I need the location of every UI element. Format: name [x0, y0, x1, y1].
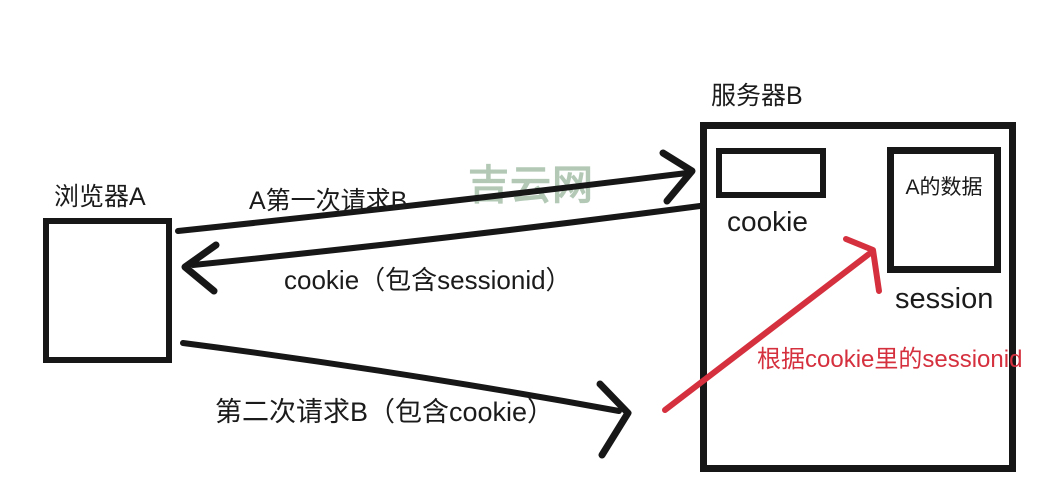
session-data-label: A的数据 — [905, 176, 983, 199]
first-request-label: A第一次请求B — [249, 187, 408, 215]
cookie-response-arrow — [181, 203, 703, 295]
second-request-label: 第二次请求B（包含cookie） — [215, 397, 555, 427]
second-request-arrow — [180, 340, 632, 459]
server-label: 服务器B — [711, 82, 803, 110]
cookie-box — [716, 148, 826, 198]
server-box — [700, 122, 1016, 472]
browser-label: 浏览器A — [54, 183, 146, 211]
session-box-label: session — [895, 283, 994, 315]
cookie-box-label: cookie — [727, 206, 808, 237]
session-data-box — [887, 147, 1001, 273]
cookie-response-label: cookie（包含sessionid） — [284, 265, 572, 295]
browser-box — [43, 218, 172, 363]
session-lookup-label: 根据cookie里的sessionid — [757, 346, 1023, 373]
session-lookup-arrow — [662, 236, 882, 413]
first-request-arrow — [175, 149, 696, 234]
